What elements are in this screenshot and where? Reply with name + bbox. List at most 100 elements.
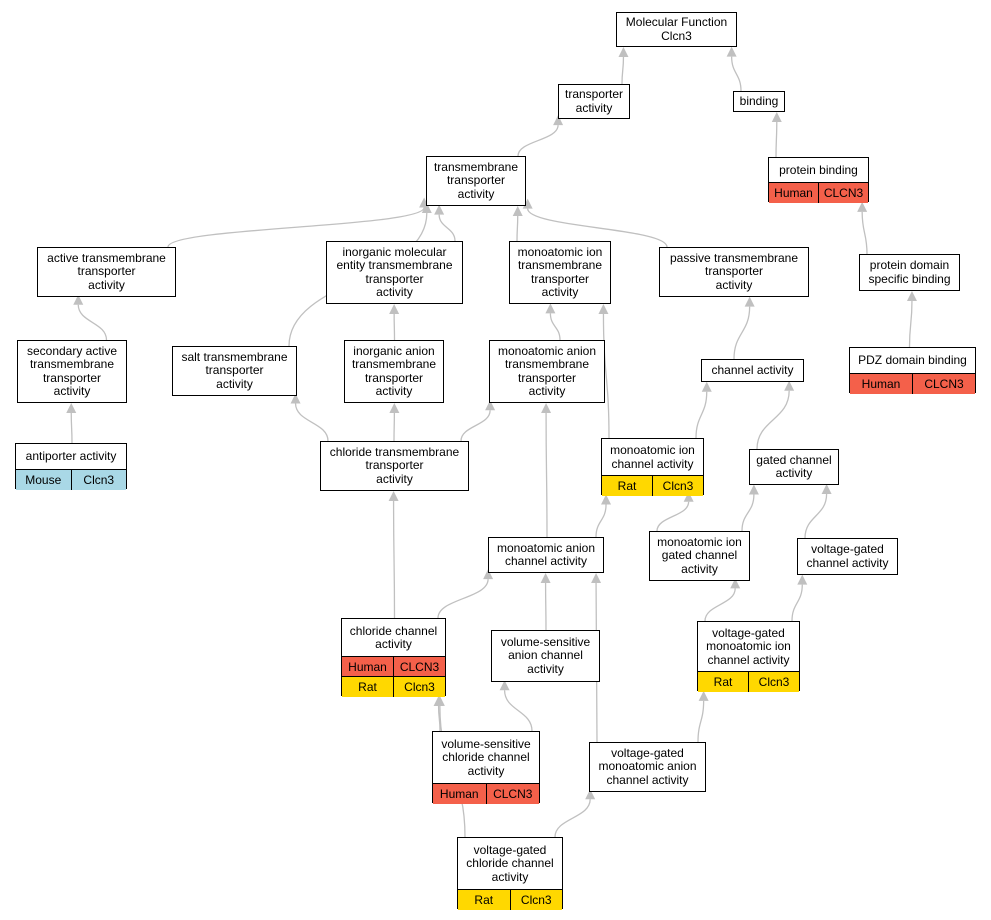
term-label-line: anion channel xyxy=(508,648,583,663)
term-label-line: channel activity xyxy=(611,456,694,471)
edge-volume-sensitive-chloride-channel-activity-to-chloride-channel-activity xyxy=(437,705,441,732)
edge-monoatomic-ion-transmembrane-transporter-activity-to-transmembrane-transporter-activity xyxy=(516,215,519,242)
edge-channel-activity-to-passive-transmembrane-transporter-activity xyxy=(733,306,751,360)
edge-arrowhead xyxy=(483,569,494,580)
edge-monoatomic-anion-channel-activity-to-monoatomic-anion-transmembrane-transporter-activity xyxy=(545,412,548,538)
term-label-line: active transmembrane xyxy=(47,250,166,265)
edge-arrowhead xyxy=(726,46,737,57)
term-label-line: activity xyxy=(375,637,412,651)
term-label-line: activity xyxy=(376,471,413,486)
term-label-line: secondary active xyxy=(26,343,118,358)
edge-monoatomic-ion-channel-activity-to-channel-activity xyxy=(695,391,708,439)
edge-arrowhead xyxy=(601,494,612,505)
term-label-line: transporter xyxy=(530,271,590,286)
term-label-line: transmembrane xyxy=(351,357,437,371)
term-label-line: activity xyxy=(53,384,91,398)
edge-inorganic-molecular-entity-transmembrane-transporter-activity-to-transmembrane-transporter-activity xyxy=(438,214,456,242)
term-label: binding xyxy=(734,92,784,111)
term-label-line: channel activity xyxy=(707,652,790,667)
edge-binding-to-molecular-function xyxy=(730,56,742,92)
term-label-line: binding xyxy=(739,93,779,108)
term-label-line: voltage-gated xyxy=(473,842,547,857)
term-label-line: activity xyxy=(376,285,413,299)
term-label-line: volume-sensitive xyxy=(500,634,591,649)
edge-chloride-channel-activity-to-chloride-transmembrane-transporter-activity xyxy=(392,500,396,619)
term-label-line: protein domain xyxy=(869,258,950,272)
edge-arrowhead xyxy=(598,303,609,314)
term-label-line: activity xyxy=(681,561,718,576)
term-label-line: voltage-gated xyxy=(811,542,884,556)
term-label-line: transporter xyxy=(365,271,424,286)
gene-cell: Clcn3 xyxy=(70,470,127,490)
term-label-line: transporter xyxy=(42,370,101,385)
edge-active-transmembrane-transporter-activity-to-transmembrane-transporter-activity xyxy=(167,207,425,248)
term-label: channel activity xyxy=(702,360,803,381)
edge-voltage-gated-monoatomic-ion-channel-activity-to-voltage-gated-channel-activity xyxy=(791,584,803,622)
term-label-line: entity transmembrane xyxy=(336,258,453,272)
species-cell: Rat xyxy=(713,675,733,689)
edge-monoatomic-ion-channel-activity-to-monoatomic-ion-transmembrane-transporter-activity xyxy=(602,313,610,439)
edge-monoatomic-ion-gated-channel-activity-to-monoatomic-ion-channel-activity xyxy=(656,501,690,532)
term-label-line: transporter xyxy=(205,363,264,378)
term-label-line: gated channel xyxy=(661,548,738,563)
term-label-line: transporter xyxy=(704,264,764,279)
go-term-channel-activity[interactable]: channel activity xyxy=(701,359,804,382)
term-label-line: voltage-gated xyxy=(611,745,684,760)
term-label-line: transporter xyxy=(517,370,577,385)
term-label-line: monoatomic anion xyxy=(497,343,597,358)
term-label-line: Molecular Function xyxy=(625,15,728,29)
term-label-line: Clcn3 xyxy=(661,28,692,43)
edge-chloride-transmembrane-transporter-activity-to-salt-transmembrane-transporter-activity xyxy=(294,403,329,442)
term-label-line: protein binding xyxy=(779,162,858,177)
term-label-line: transporter xyxy=(446,173,505,188)
edge-voltage-gated-monoatomic-ion-channel-activity-to-monoatomic-ion-gated-channel-activity xyxy=(704,588,736,622)
edge-pdz-domain-binding-to-protein-domain-specific-binding xyxy=(908,300,913,348)
gene-cell: Clcn3 xyxy=(652,476,703,496)
gene-cell: Clcn3 xyxy=(393,677,445,697)
term-label-line: activity xyxy=(216,376,253,391)
term-label-line: activity xyxy=(88,277,125,292)
term-label-line: monoatomic ion xyxy=(517,244,603,259)
edge-arrowhead xyxy=(540,572,551,583)
edge-arrowhead xyxy=(522,198,533,209)
term-label-line: channel activity xyxy=(806,555,889,570)
term-label-line: inorganic molecular xyxy=(342,244,447,259)
go-term-binding[interactable]: binding xyxy=(733,91,785,112)
